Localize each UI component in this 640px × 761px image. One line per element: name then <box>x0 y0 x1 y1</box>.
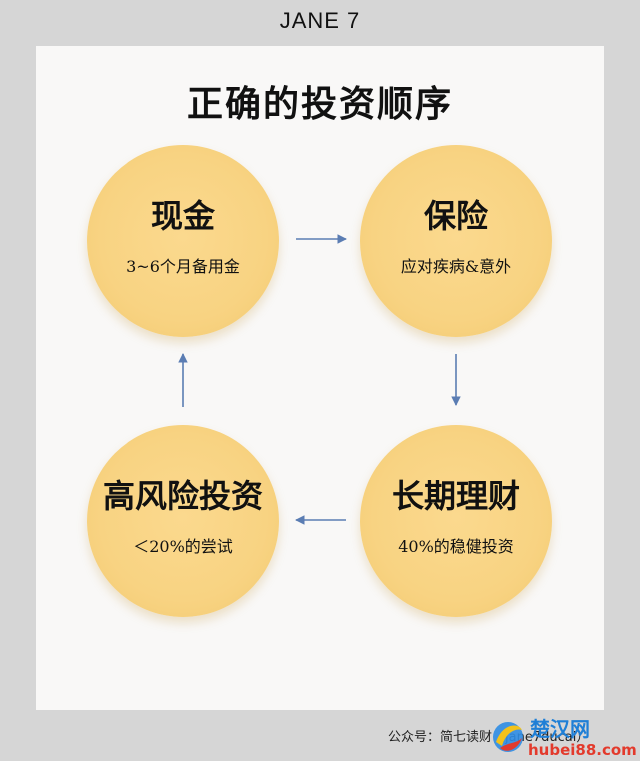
node-long-term-sub: 40%的稳健投资 <box>398 536 514 556</box>
node-high-risk: 高风险投资 ＜20%的尝试 <box>87 425 279 617</box>
watermark-text: 楚汉网 <box>530 717 590 741</box>
node-high-risk-label: 高风险投资 <box>102 477 263 516</box>
content-card <box>36 46 604 710</box>
footer-credit: 公众号：简七读财（jane7ducai） <box>388 730 590 745</box>
node-cash: 现金 3~6个月备用金 <box>87 145 279 337</box>
node-cash-sub: 3~6个月备用金 <box>126 256 240 276</box>
diagram-title: 正确的投资顺序 <box>186 83 453 125</box>
node-cash-label: 现金 <box>150 197 215 236</box>
node-insurance-sub: 应对疾病&意外 <box>400 256 512 276</box>
node-long-term: 长期理财 40%的稳健投资 <box>360 425 552 617</box>
site-watermark: 楚汉网 hubei88.com <box>493 717 637 759</box>
brand-header: JANE 7 <box>279 8 361 33</box>
watermark-url: hubei88.com <box>528 741 637 759</box>
node-insurance: 保险 应对疾病&意外 <box>360 145 552 337</box>
node-long-term-label: 长期理财 <box>391 477 520 516</box>
node-high-risk-sub: ＜20%的尝试 <box>133 536 233 556</box>
watermark-logo-icon <box>493 722 523 752</box>
node-insurance-label: 保险 <box>423 197 488 236</box>
